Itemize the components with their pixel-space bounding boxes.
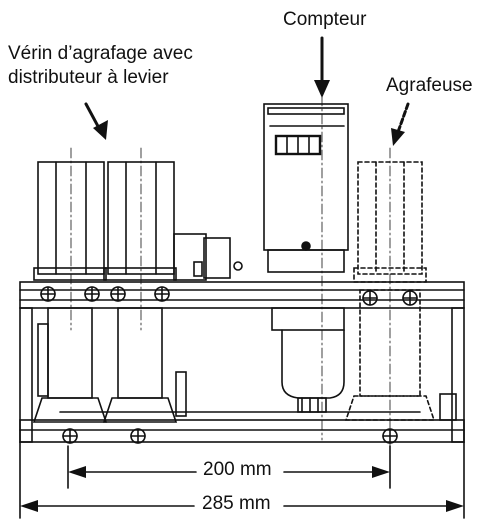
label-agrafeuse: Agrafeuse <box>386 75 473 96</box>
counter-unit <box>263 95 349 441</box>
label-verin-line1: Vérin d’agrafage avec <box>8 43 193 64</box>
label-compteur: Compteur <box>283 9 367 30</box>
verin-arrow <box>84 102 108 140</box>
lever-distributor <box>173 233 243 281</box>
label-verin-line2: distributeur à levier <box>8 67 169 88</box>
base-frame <box>19 281 465 443</box>
pointer-arrows <box>84 36 410 146</box>
stapling-cylinder-left <box>33 147 107 331</box>
stapling-cylinder-right <box>103 147 177 331</box>
counter-drive <box>271 307 345 413</box>
dimension-label-285: 285 mm <box>198 492 275 516</box>
agrafeuse-arrow <box>391 102 410 146</box>
dimension-200 <box>67 445 391 489</box>
bolts <box>40 286 418 444</box>
dimension-285 <box>19 441 465 519</box>
cylinder-stems <box>32 307 187 423</box>
dimension-label-200: 200 mm <box>199 458 276 482</box>
stapler-outline <box>344 161 436 421</box>
compteur-arrow <box>314 36 330 98</box>
